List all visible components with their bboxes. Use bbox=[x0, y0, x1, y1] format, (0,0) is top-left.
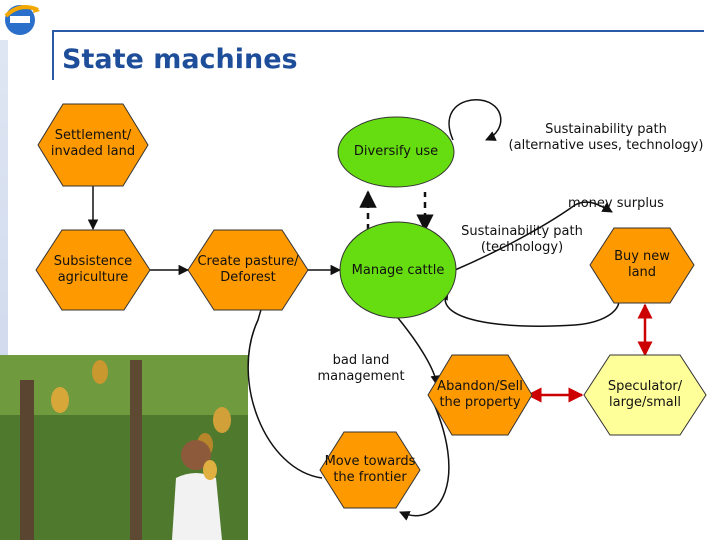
title-frame bbox=[52, 30, 704, 80]
loop-diversify bbox=[448, 99, 502, 141]
node-buyland bbox=[589, 227, 695, 304]
label-money-surplus: money surplus bbox=[568, 196, 664, 211]
label-diversify: Diversify use bbox=[353, 144, 439, 159]
node-abandon bbox=[427, 354, 533, 436]
node-pasture bbox=[187, 229, 309, 311]
label-cattle: Manage cattle bbox=[351, 263, 445, 278]
arrow-cattle-to-abandon bbox=[397, 317, 441, 387]
label-sustainability-tech: Sustainability path (technology) bbox=[461, 224, 583, 255]
loop-cattle bbox=[438, 289, 620, 327]
node-settlement bbox=[37, 103, 149, 187]
node-cattle bbox=[339, 221, 457, 319]
photo-frame bbox=[0, 355, 248, 540]
label-abandon: Abandon/Sell the property bbox=[437, 379, 523, 410]
arrow-abandon-to-frontier bbox=[399, 394, 450, 521]
node-frontier bbox=[319, 431, 421, 509]
label-bad-land: bad land management bbox=[317, 353, 405, 384]
label-pasture: Create pasture/ Deforest bbox=[197, 254, 299, 285]
label-frontier: Move towards the frontier bbox=[324, 454, 416, 485]
node-speculator bbox=[583, 354, 707, 436]
page-title: State machines bbox=[62, 44, 298, 75]
institution-logo bbox=[4, 5, 40, 35]
label-sustainability-alt: Sustainability path (alternative uses, t… bbox=[508, 122, 704, 153]
node-subsistence bbox=[35, 229, 151, 311]
label-settlement: Settlement/ invaded land bbox=[50, 128, 136, 159]
left-accent-bar bbox=[0, 40, 8, 540]
arrow-frontier-to-pasture bbox=[247, 294, 323, 479]
arrow-cattle-to-buyland bbox=[454, 201, 613, 271]
node-diversify bbox=[337, 116, 455, 188]
label-speculator: Speculator/ large/small bbox=[607, 379, 683, 410]
label-subsistence: Subsistence agriculture bbox=[53, 254, 133, 285]
cacao-farm-photo bbox=[0, 355, 248, 540]
label-buyland: Buy new land bbox=[614, 249, 670, 280]
